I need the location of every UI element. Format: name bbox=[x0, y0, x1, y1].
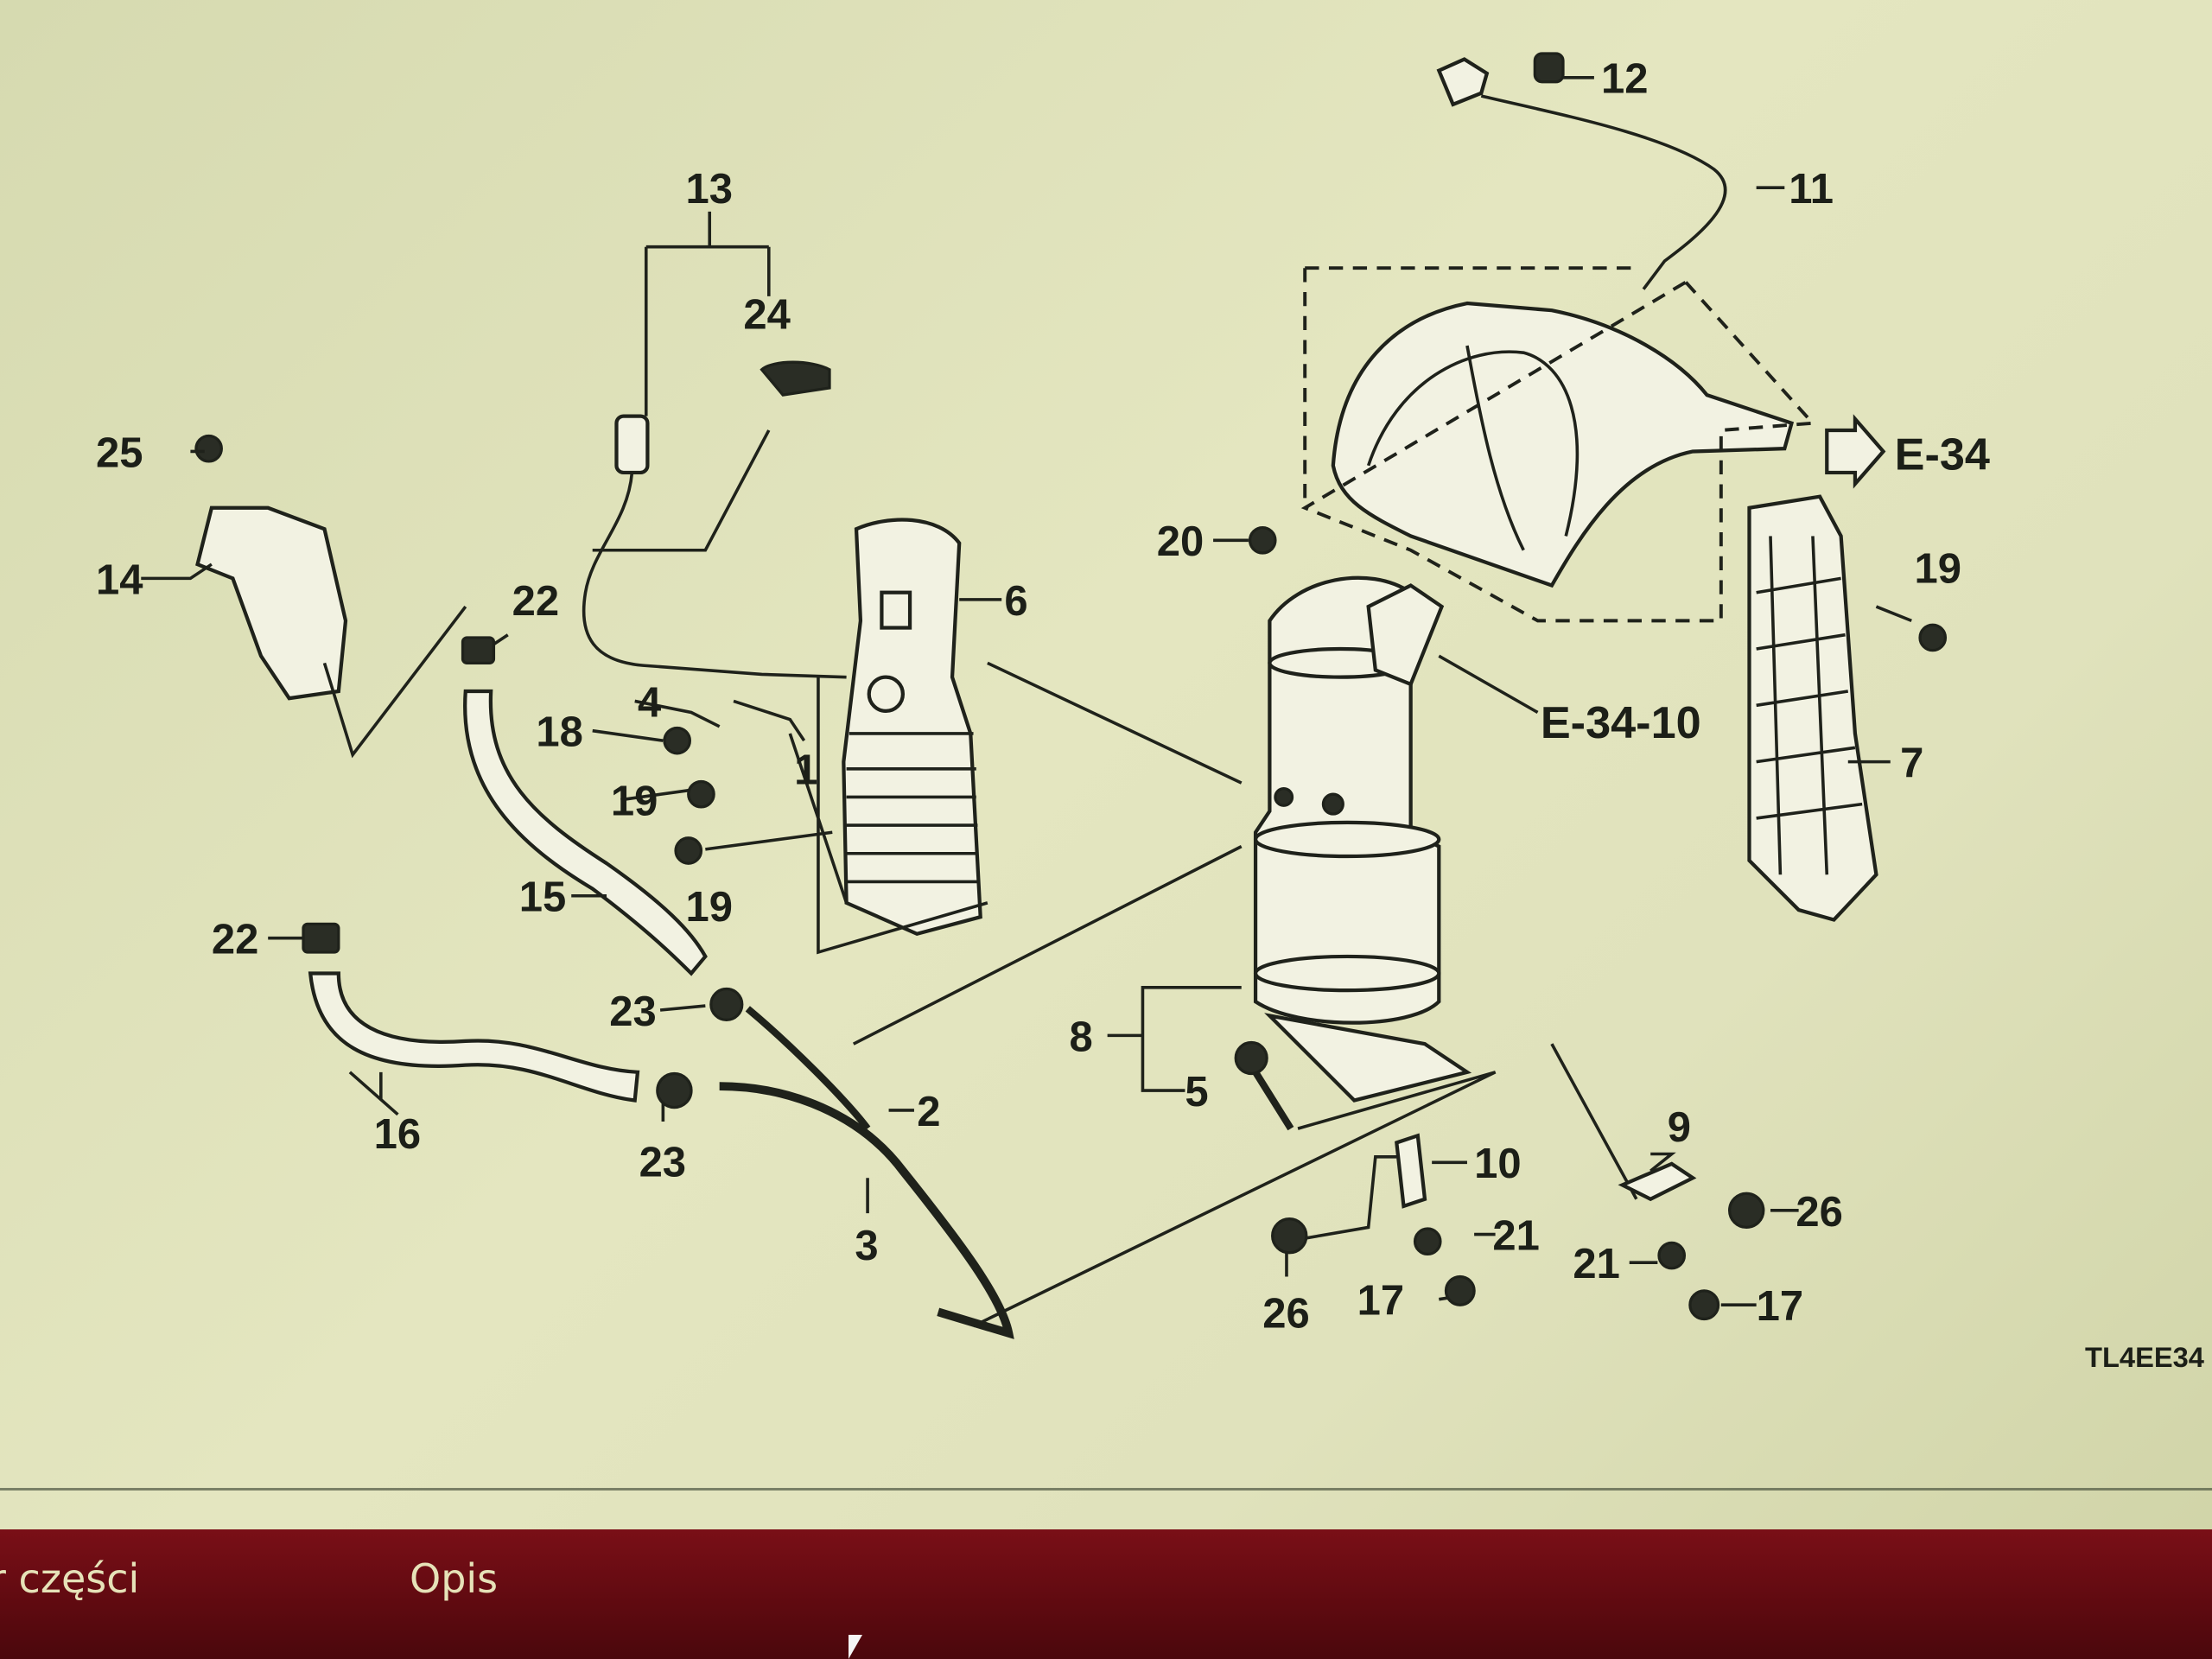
callout: 8 bbox=[1070, 1014, 1093, 1060]
ref-e34: E-34 bbox=[1895, 430, 1990, 480]
callout: 7 bbox=[1900, 741, 1923, 787]
fasteners bbox=[302, 525, 1948, 1321]
callout: 26 bbox=[1796, 1189, 1842, 1236]
callout: 14 bbox=[96, 556, 143, 603]
callout: 20 bbox=[1157, 518, 1204, 565]
callout: 11 bbox=[1789, 166, 1834, 213]
callout: 13 bbox=[685, 166, 732, 213]
oxygen-sensor-lower bbox=[582, 360, 847, 679]
callout: 18 bbox=[536, 709, 582, 756]
callout-labels: 12 11 13 24 25 14 22 6 20 19 4 18 1 19 7… bbox=[96, 56, 2204, 1373]
callout: 5 bbox=[1185, 1069, 1208, 1116]
oxygen-sensor-upper bbox=[1436, 52, 1727, 290]
divider bbox=[0, 1488, 2212, 1491]
heat-shield-6 bbox=[842, 518, 982, 937]
callout: 24 bbox=[743, 291, 790, 338]
callout: 19 bbox=[1915, 545, 1961, 592]
callout: 1 bbox=[794, 747, 817, 794]
callout: 6 bbox=[1004, 578, 1027, 625]
parts-table-header: r części Opis bbox=[0, 1529, 2212, 1659]
catalytic-converter bbox=[1253, 575, 1472, 1103]
callout: 22 bbox=[212, 917, 258, 963]
callout: 23 bbox=[639, 1140, 686, 1186]
pipe-2 bbox=[745, 1006, 871, 1131]
mouse-cursor-icon bbox=[849, 1635, 862, 1659]
callout: 2 bbox=[917, 1089, 940, 1135]
callout: 16 bbox=[374, 1111, 421, 1158]
callout: 17 bbox=[1757, 1283, 1803, 1330]
callout: 15 bbox=[519, 874, 566, 921]
callout: 26 bbox=[1262, 1290, 1309, 1337]
heat-shield-7 bbox=[1747, 494, 1878, 922]
hose-15 bbox=[463, 689, 708, 976]
callout: 19 bbox=[611, 779, 658, 825]
bracket-14 bbox=[194, 434, 348, 701]
callout: 10 bbox=[1474, 1141, 1521, 1187]
callout: 4 bbox=[638, 679, 661, 726]
heat-shield-upper bbox=[1331, 301, 1795, 588]
column-header-part-number[interactable]: r części bbox=[0, 1555, 140, 1602]
callout: 19 bbox=[685, 884, 732, 931]
callout: 9 bbox=[1668, 1104, 1691, 1151]
callout: 21 bbox=[1492, 1213, 1539, 1260]
callout: 17 bbox=[1357, 1278, 1404, 1325]
callout: 12 bbox=[1601, 56, 1648, 103]
callout: 3 bbox=[855, 1223, 878, 1269]
callout: 25 bbox=[96, 429, 143, 476]
hose-16 bbox=[308, 971, 640, 1103]
callout: 23 bbox=[609, 988, 656, 1035]
callout: 22 bbox=[512, 578, 559, 625]
callout: 21 bbox=[1573, 1241, 1619, 1287]
pipe-3 bbox=[719, 1082, 1014, 1339]
column-header-description[interactable]: Opis bbox=[410, 1555, 499, 1602]
ref-e3410: E-34-10 bbox=[1541, 698, 1701, 748]
diagram-code: TL4EE34 bbox=[2085, 1341, 2204, 1373]
